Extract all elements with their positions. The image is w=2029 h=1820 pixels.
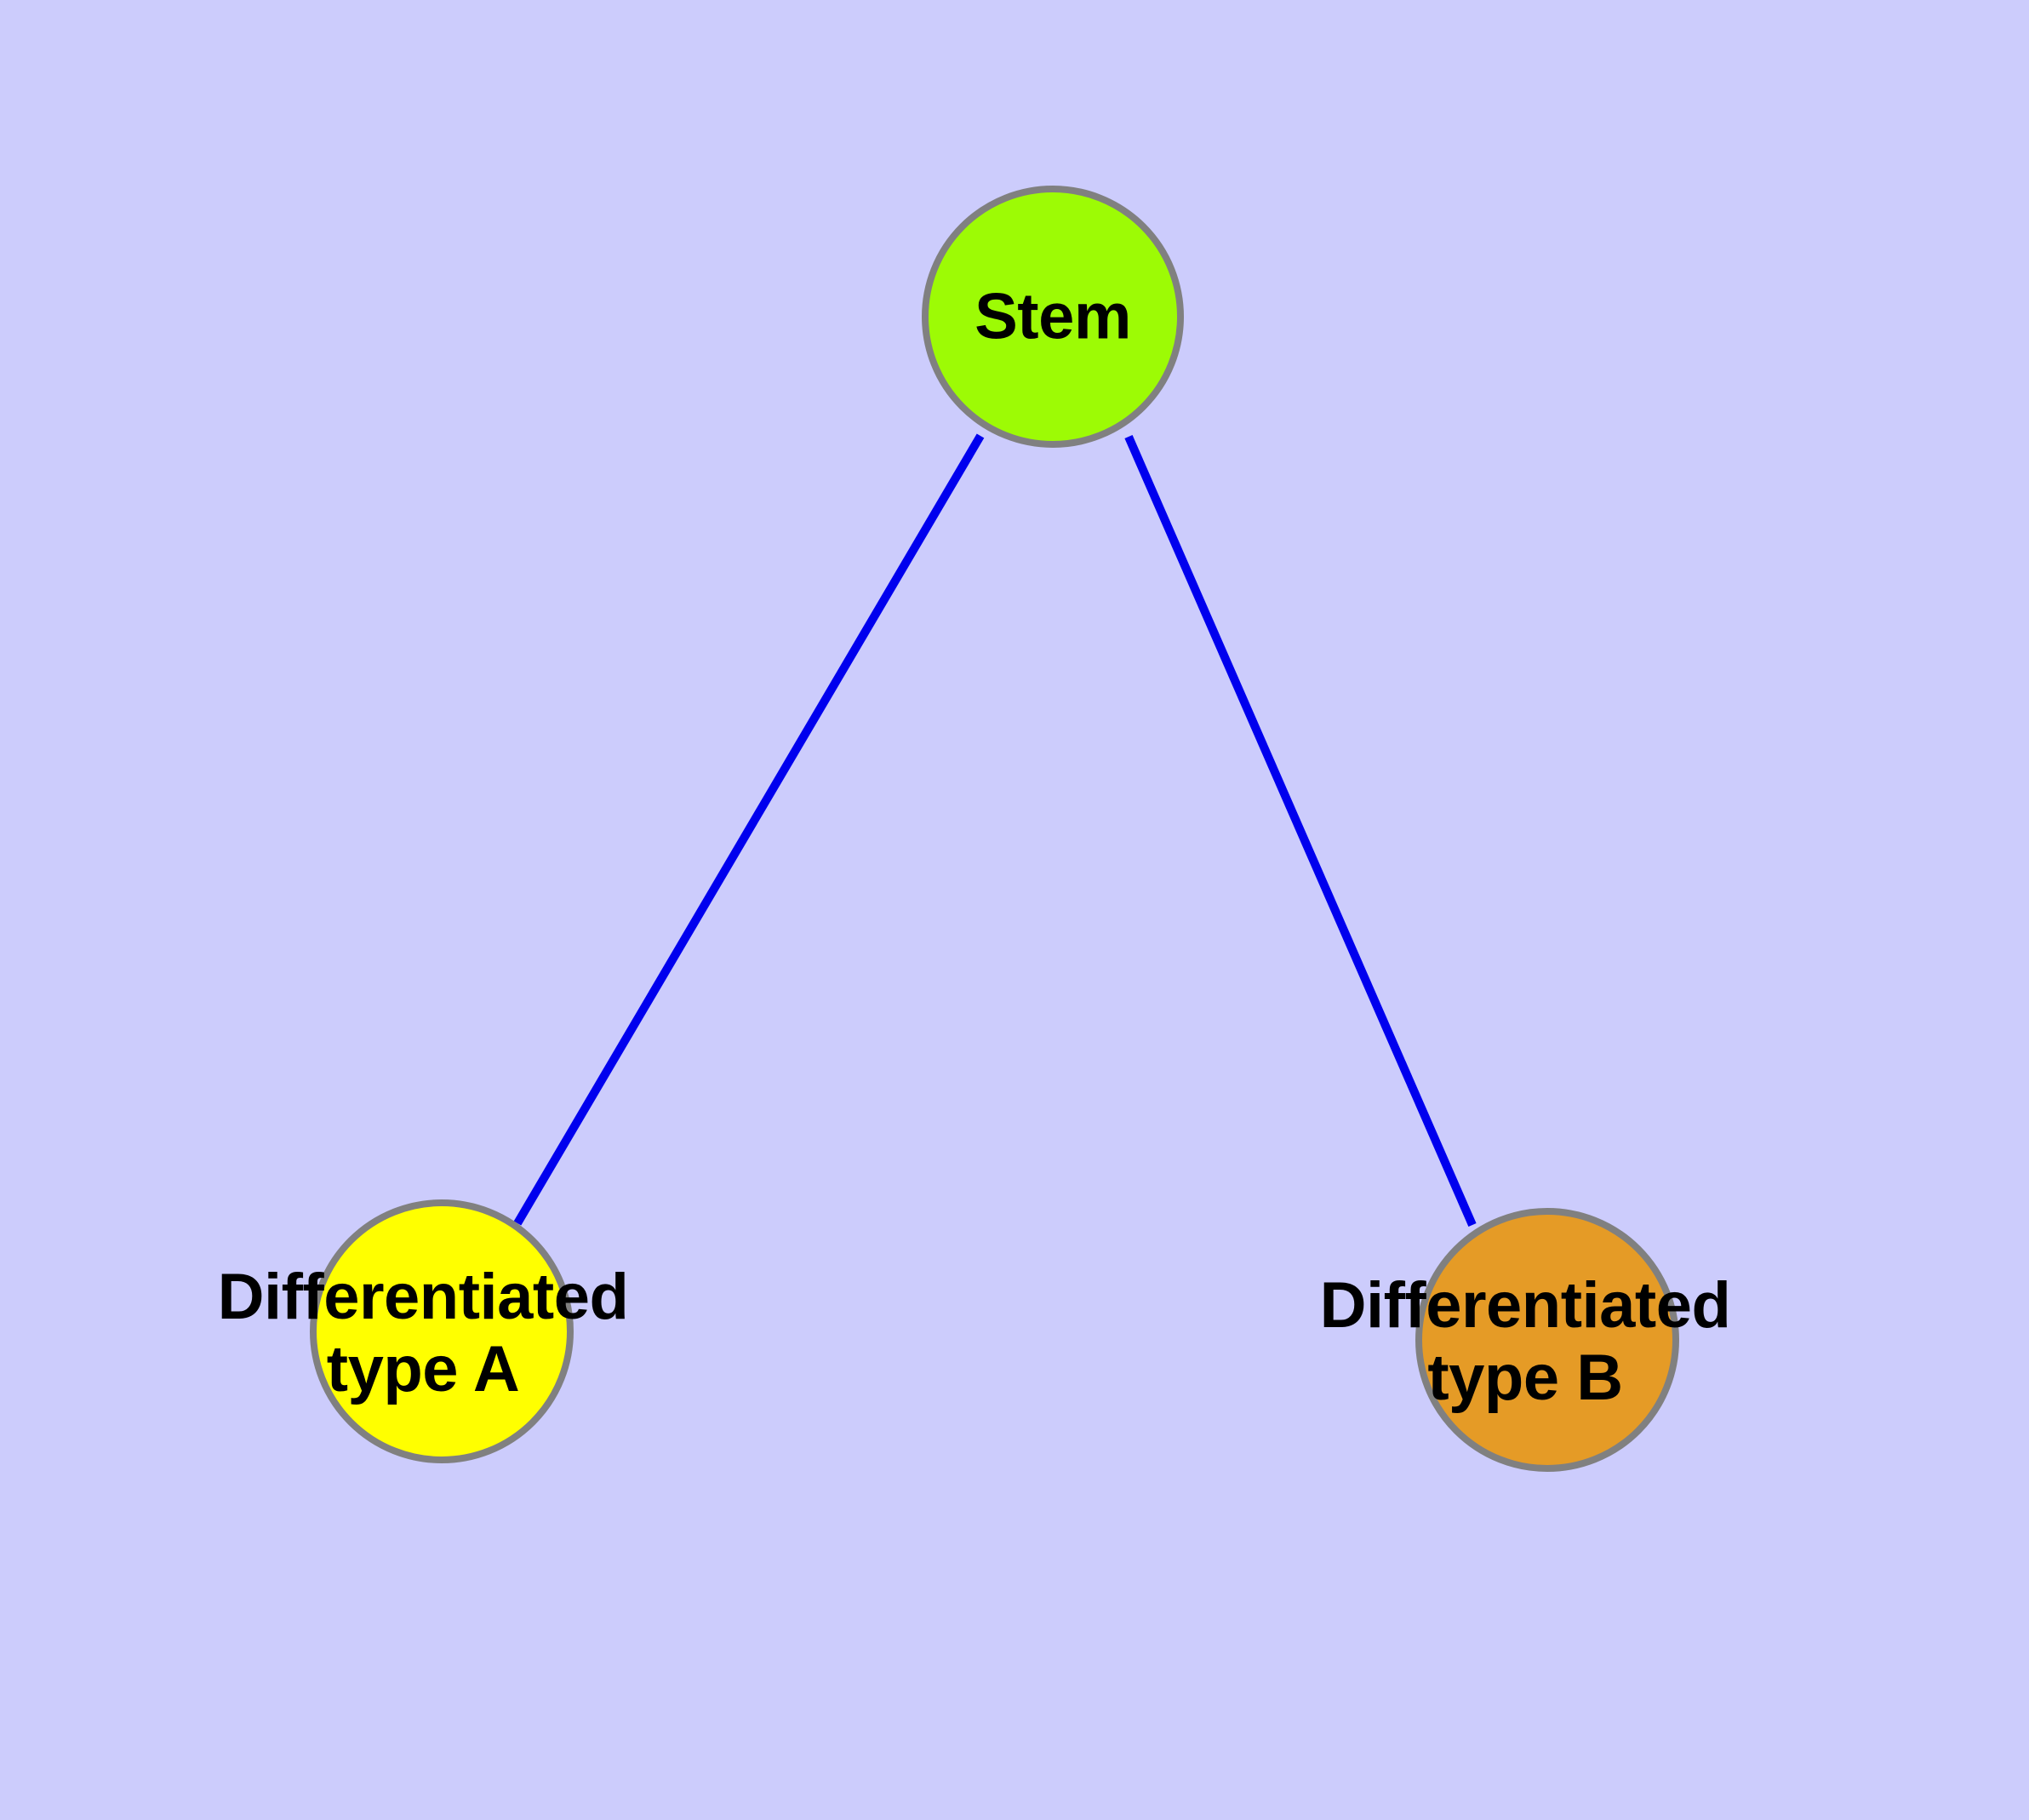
node-diff-b[interactable]	[1415, 1208, 1679, 1472]
node-layer	[310, 186, 1679, 1472]
node-stem[interactable]	[922, 186, 1184, 448]
node-diff-a[interactable]	[310, 1199, 574, 1463]
edge-stem-to-diff-b[interactable]	[1124, 435, 1477, 1227]
edge-layer	[513, 433, 1477, 1227]
edge-stem-to-diff-a[interactable]	[513, 433, 985, 1226]
